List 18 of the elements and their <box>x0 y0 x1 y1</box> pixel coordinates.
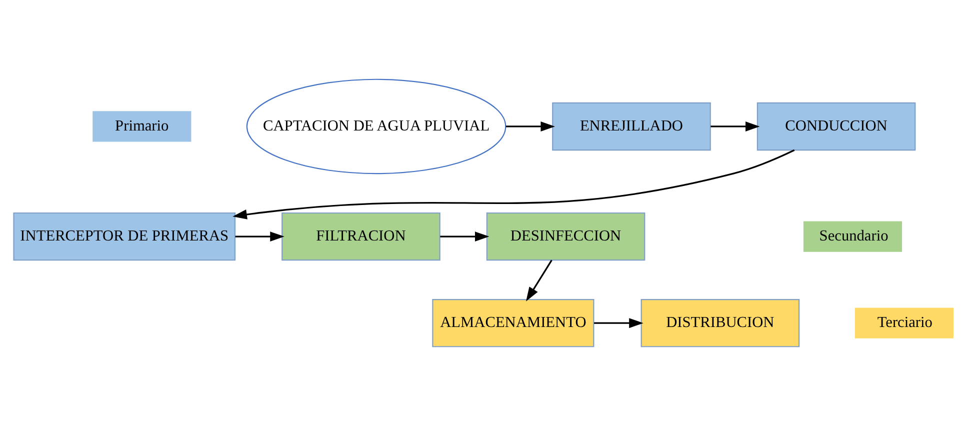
node-box: INTERCEPTOR DE PRIMERAS <box>13 212 236 260</box>
node-box: FILTRACION <box>282 212 440 260</box>
arrow <box>594 318 644 328</box>
arrow <box>232 148 795 219</box>
node-box: DISTRIBUCION <box>640 298 800 347</box>
node-box: ALMACENAMIENTO <box>432 298 594 347</box>
arrow <box>526 259 552 301</box>
arrow <box>235 231 284 242</box>
arrow <box>506 120 555 131</box>
node-box: CONDUCCION <box>756 102 916 150</box>
arrow <box>440 231 490 242</box>
node-box: DESINFECCION <box>486 212 646 260</box>
legend-label: Primario <box>115 117 169 134</box>
node-box: ENREJILLADO <box>552 102 711 150</box>
node-ellipse: CAPTACION DE AGUA PLUVIAL <box>246 78 506 174</box>
legend-label: Terciario <box>877 314 932 331</box>
arrow <box>710 120 760 131</box>
legend-label: Secundario <box>819 227 888 244</box>
